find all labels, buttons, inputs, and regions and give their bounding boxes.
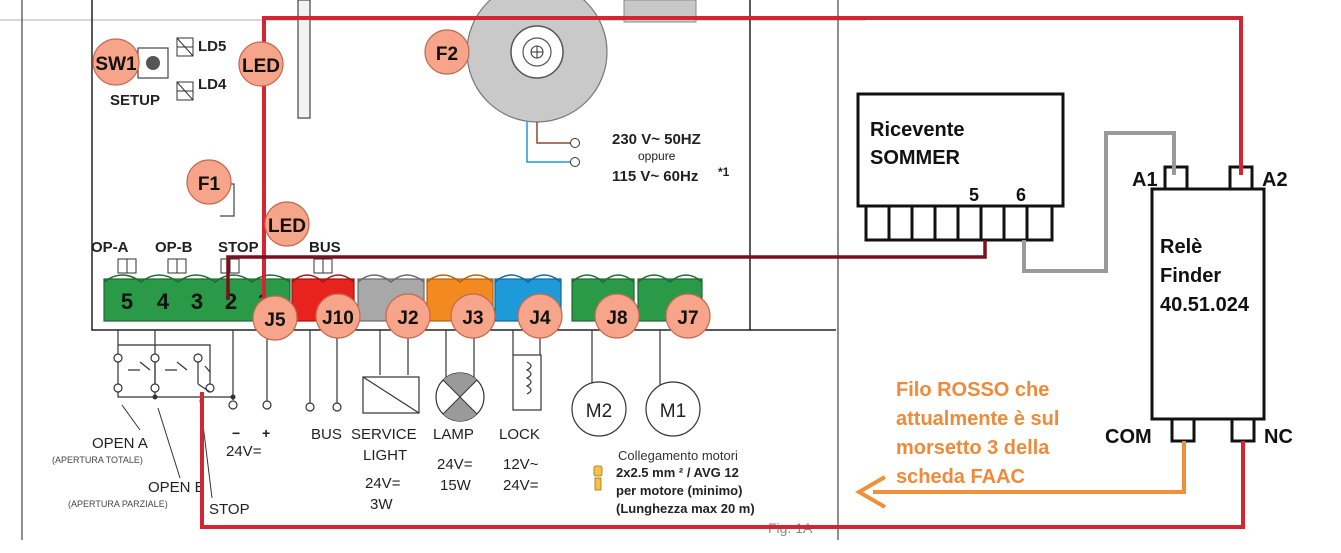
label-service-w: 3W bbox=[370, 496, 393, 513]
switch-symbols bbox=[113, 353, 342, 412]
pointer-open-a bbox=[121, 404, 141, 431]
label-24v: 24V= bbox=[226, 443, 262, 460]
label-m1: M1 bbox=[660, 401, 686, 422]
relay-label-1: Relè bbox=[1160, 236, 1202, 258]
lock-icon bbox=[512, 354, 542, 411]
receiver-pin-6: 6 bbox=[1016, 185, 1026, 205]
receiver-title-2: SOMMER bbox=[870, 147, 961, 169]
badge-j2: J2 bbox=[397, 308, 418, 329]
terminal-3: 3 bbox=[191, 289, 203, 314]
header-bus: BUS bbox=[309, 239, 341, 256]
label-open-a: OPEN A bbox=[92, 435, 148, 452]
badge-f2: F2 bbox=[436, 44, 458, 65]
relay-box bbox=[1150, 165, 1266, 443]
orange-arrow-head-icon bbox=[854, 475, 886, 509]
badge-j5: J5 bbox=[264, 310, 286, 331]
annotation-line-2: attualmente è sul bbox=[896, 408, 1059, 430]
annotation-line-4: scheda FAAC bbox=[896, 466, 1025, 488]
setup-button-dot bbox=[146, 56, 160, 70]
badge-j3: J3 bbox=[462, 308, 483, 329]
badge-sw1: SW1 bbox=[95, 54, 137, 75]
badge-j4: J4 bbox=[529, 308, 551, 329]
label-collegamento: Collegamento motori bbox=[618, 448, 738, 463]
power-footnote: *1 bbox=[718, 165, 730, 179]
badges: SW1 LED F2 F1 LED J5 J10 J2 J3 J4 J8 J7 bbox=[92, 29, 711, 341]
led-ld4-label: LD4 bbox=[198, 76, 227, 93]
terminal-5: 5 bbox=[121, 289, 133, 314]
badge-j10: J10 bbox=[322, 308, 354, 329]
label-lamp: LAMP bbox=[433, 426, 474, 443]
label-service: SERVICE bbox=[351, 426, 417, 443]
motor-m2-icon bbox=[571, 381, 627, 437]
junction-dot bbox=[152, 394, 158, 400]
receiver-pin-5: 5 bbox=[969, 185, 979, 205]
darkred-wire-pin5 bbox=[226, 240, 987, 300]
receiver-title-1: Ricevente bbox=[870, 119, 965, 141]
led-ld5-icon bbox=[176, 37, 194, 57]
receiver-box bbox=[856, 92, 1065, 242]
annotation-line-3: morsetto 3 della bbox=[896, 437, 1050, 459]
annotation-line-1: Filo ROSSO che bbox=[896, 379, 1049, 401]
red-wire-a2 bbox=[262, 16, 1243, 300]
label-open-b-sub: (APERTURA PARZIALE) bbox=[68, 499, 168, 509]
power-spec-230: 230 V~ 50HZ bbox=[612, 131, 701, 148]
label-stop: STOP bbox=[209, 501, 250, 518]
junction-dot bbox=[230, 394, 236, 400]
label-m2: M2 bbox=[586, 401, 612, 422]
led-ld5-label: LD5 bbox=[198, 38, 226, 55]
warning-icon bbox=[593, 465, 603, 491]
header-op-b: OP-B bbox=[155, 239, 193, 256]
setup-label: SETUP bbox=[110, 92, 160, 109]
header-stop: STOP bbox=[218, 239, 259, 256]
label-lock-v2: 24V= bbox=[503, 477, 539, 494]
led-ld4-icon bbox=[176, 81, 194, 101]
label-open-b: OPEN B bbox=[148, 479, 205, 496]
header-relay-icons bbox=[117, 258, 333, 274]
label-bus: BUS bbox=[311, 426, 342, 443]
badge-j7: J7 bbox=[677, 308, 698, 329]
wires bbox=[200, 16, 1245, 529]
label-lamp-v: 24V= bbox=[437, 456, 473, 473]
motor-m1-icon bbox=[645, 381, 701, 437]
label-lamp-w: 15W bbox=[440, 477, 472, 494]
pointer-open-b bbox=[157, 407, 181, 479]
label-lunghezza: (Lunghezza max 20 m) bbox=[616, 501, 755, 516]
power-spec-oppure: oppure bbox=[638, 149, 676, 163]
label-cable-spec: 2x2.5 mm ² / AVG 12 bbox=[616, 465, 739, 480]
badge-led-mid: LED bbox=[268, 216, 306, 237]
power-spec-115: 115 V~ 60Hz bbox=[612, 168, 698, 185]
lamp-icon bbox=[435, 372, 485, 422]
label-per-motore: per motore (minimo) bbox=[616, 483, 742, 498]
orange-wire-com bbox=[873, 441, 1186, 494]
relay-pin-com: COM bbox=[1105, 426, 1152, 448]
badge-led-top: LED bbox=[242, 56, 280, 77]
faac-board bbox=[0, 0, 865, 540]
badge-f1: F1 bbox=[198, 174, 221, 195]
label-lock-v1: 12V~ bbox=[503, 456, 539, 473]
switch-contacts bbox=[117, 361, 234, 400]
relay-pin-a2: A2 bbox=[1262, 169, 1288, 191]
label-light: LIGHT bbox=[363, 447, 407, 464]
transformer bbox=[466, 0, 608, 167]
relay-pin-a1: A1 bbox=[1132, 169, 1158, 191]
relay-label-2: Finder bbox=[1160, 265, 1221, 287]
label-plus: + bbox=[262, 425, 270, 441]
red-wire-nc bbox=[200, 392, 1245, 529]
label-service-v: 24V= bbox=[365, 475, 401, 492]
label-minus: − bbox=[232, 425, 240, 441]
label-open-a-sub: (APERTURA TOTALE) bbox=[52, 455, 143, 465]
badge-j8: J8 bbox=[606, 308, 627, 329]
gray-wire-a1 bbox=[1022, 131, 1176, 273]
relay-pin-nc: NC bbox=[1264, 426, 1293, 448]
relay-label-3: 40.51.024 bbox=[1160, 294, 1250, 316]
label-lock: LOCK bbox=[499, 426, 540, 443]
header-op-a: OP-A bbox=[91, 239, 129, 256]
terminal-4: 4 bbox=[157, 289, 170, 314]
